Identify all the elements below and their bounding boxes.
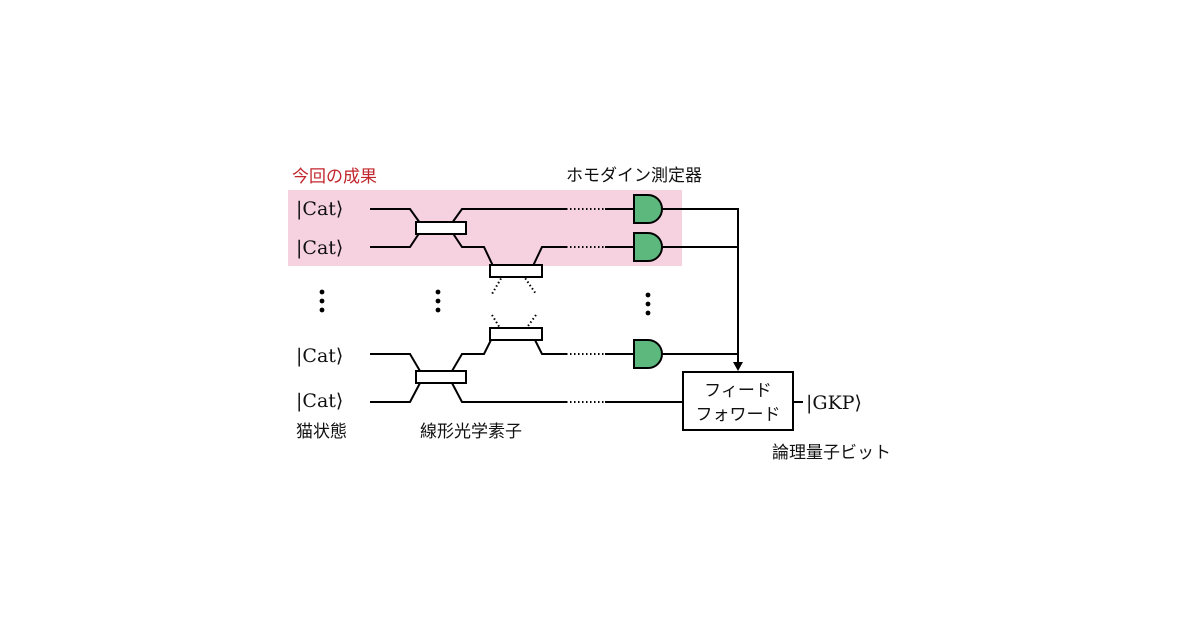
input-label-1: |Cat⟩ xyxy=(296,198,343,220)
optics-caption: 線形光学素子 xyxy=(420,422,522,442)
wire-mode-2 xyxy=(370,231,566,269)
ellipsis-optics xyxy=(435,289,441,313)
input-label-4: |Cat⟩ xyxy=(296,390,343,412)
input-label-3: |Cat⟩ xyxy=(296,345,343,367)
feedforward-line-1: フィード xyxy=(704,381,772,401)
wire-mode-4 xyxy=(370,382,566,403)
feedforward-box xyxy=(682,371,794,431)
beam-splitter-4 xyxy=(415,370,467,384)
feedforward-line-2: フォワード xyxy=(696,405,781,425)
beam-splitter-3 xyxy=(489,327,543,341)
highlight-region xyxy=(288,190,682,266)
ellipsis-detectors xyxy=(645,292,651,316)
homodyne-detector-1 xyxy=(633,194,663,224)
beam-splitter-1 xyxy=(415,221,467,235)
input-label-2: |Cat⟩ xyxy=(296,237,343,259)
output-state: |GKP⟩ xyxy=(806,392,862,414)
homodyne-detector-3 xyxy=(633,339,663,369)
homodyne-detector-2 xyxy=(633,232,663,262)
classical-line-1 xyxy=(662,208,739,362)
output-caption: 論理量子ビット xyxy=(772,443,891,463)
beam-splitter-2 xyxy=(489,264,543,278)
input-caption: 猫状態 xyxy=(296,422,347,442)
ellipsis-inputs xyxy=(319,289,325,313)
detector-label: ホモダイン測定器 xyxy=(566,166,702,186)
feedforward-arrow xyxy=(733,362,743,371)
highlight-label: 今回の成果 xyxy=(292,167,377,187)
wire-mode-3 xyxy=(370,333,566,372)
